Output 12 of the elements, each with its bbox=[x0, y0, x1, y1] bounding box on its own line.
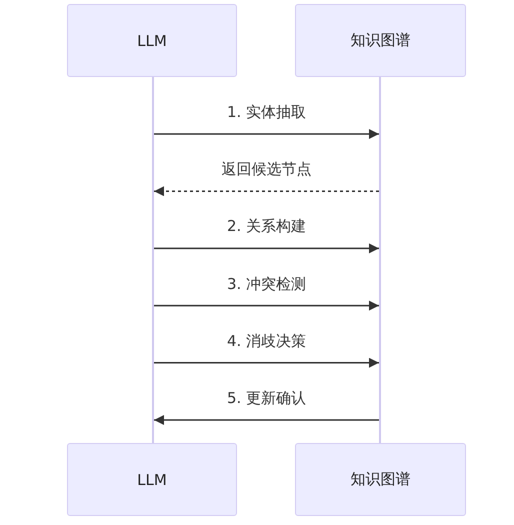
message-arrow bbox=[154, 186, 379, 196]
message-arrow bbox=[154, 415, 379, 425]
message-arrow bbox=[154, 300, 379, 311]
participant-box: LLM bbox=[67, 443, 237, 516]
lifeline bbox=[152, 77, 154, 443]
message-arrow bbox=[154, 358, 379, 368]
participant-box: 知识图谱 bbox=[295, 4, 466, 77]
message-arrow bbox=[154, 129, 379, 139]
participant-box: 知识图谱 bbox=[295, 443, 466, 516]
participant-box: LLM bbox=[67, 4, 237, 77]
message-arrow bbox=[154, 243, 379, 254]
lifeline bbox=[379, 77, 381, 443]
